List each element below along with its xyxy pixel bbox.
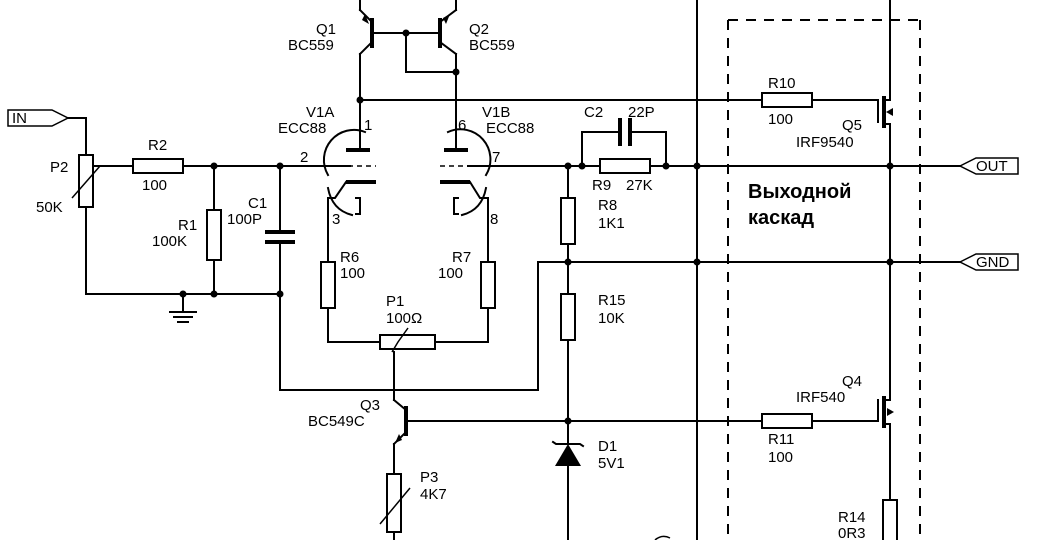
p1-potentiometer: [327, 327, 489, 401]
out-port-label: OUT: [976, 158, 1008, 175]
pin-1: 1: [364, 117, 372, 134]
r9-name: R9: [592, 177, 611, 194]
r1-resistor: [206, 165, 222, 295]
r14-name: R14: [838, 509, 866, 526]
r9-value: 27K: [626, 177, 653, 194]
mirror-link: [402, 29, 460, 76]
q5-mosfet: [877, 0, 893, 166]
q4-name: Q4: [842, 373, 862, 390]
q4-type: IRF540: [796, 389, 845, 406]
q1-name: Q1: [316, 21, 336, 38]
c2-name: C2: [584, 104, 603, 121]
r15-name: R15: [598, 292, 626, 309]
q3-transistor: [392, 398, 763, 475]
gnd-port-label: GND: [976, 254, 1010, 271]
r11-value: 100: [768, 449, 793, 466]
top-bias-wire: [356, 96, 763, 151]
p1-name: P1: [386, 293, 404, 310]
bottom-stub: [654, 535, 671, 540]
q5-name: Q5: [842, 117, 862, 134]
c1-value: 100P: [227, 211, 262, 228]
r1-value: 100K: [152, 233, 187, 250]
d1-name: D1: [598, 438, 617, 455]
out-port: [958, 157, 1019, 175]
c1-capacitor: [265, 165, 295, 391]
pin-3: 3: [332, 211, 340, 228]
c2-value: 22P: [628, 104, 655, 121]
v1b-type: ECC88: [486, 120, 534, 137]
r11-resistor: [761, 413, 879, 429]
v1b-name: V1B: [482, 104, 510, 121]
r6-value: 100: [340, 265, 365, 282]
pin-2: 2: [300, 149, 308, 166]
r8-value: 1K1: [598, 215, 625, 232]
p3-value: 4K7: [420, 486, 447, 503]
p3-potentiometer: [379, 473, 411, 540]
c1-name: C1: [248, 195, 267, 212]
r10-name: R10: [768, 75, 796, 92]
v1b-triode: [440, 121, 569, 263]
q3-type: BC549C: [308, 413, 365, 430]
input-ground: [85, 290, 281, 323]
q5-type: IRF9540: [796, 134, 854, 151]
q1-type: BC559: [288, 37, 334, 54]
r1-name: R1: [178, 217, 197, 234]
p2-value: 50K: [36, 199, 63, 216]
r6-name: R6: [340, 249, 359, 266]
r8-name: R8: [598, 197, 617, 214]
v1a-name: V1A: [306, 104, 334, 121]
q4-mosfet: [877, 165, 894, 501]
output-stage-title-line1: Выходной: [748, 181, 851, 203]
r2-resistor: [132, 158, 351, 174]
r2-value: 100: [142, 177, 167, 194]
pin-8: 8: [490, 211, 498, 228]
r14-value: 0R3: [838, 525, 866, 540]
r10-resistor: [761, 92, 879, 108]
gnd-port: [958, 253, 1019, 271]
p3-name: P3: [420, 469, 438, 486]
r15-resistor: [560, 293, 576, 445]
r7-resistor: [480, 261, 496, 343]
c2-capacitor: [581, 118, 667, 167]
q2-type: BC559: [469, 37, 515, 54]
q2-transistor: [438, 0, 458, 151]
v1a-triode: [322, 121, 376, 263]
r10-value: 100: [768, 111, 793, 128]
pin-7: 7: [492, 149, 500, 166]
pin-6: 6: [458, 117, 466, 134]
q2-name: Q2: [469, 21, 489, 38]
r2-name: R2: [148, 137, 167, 154]
d1-value: 5V1: [598, 455, 625, 472]
in-port-label: IN: [12, 110, 27, 127]
output-stage-title-line2: каскад: [748, 207, 814, 229]
p2-name: P2: [50, 159, 68, 176]
r9-resistor: [564, 158, 961, 174]
r7-name: R7: [452, 249, 471, 266]
p1-value: 100Ω: [386, 310, 422, 327]
in-port: [7, 109, 87, 156]
r14-resistor: [882, 499, 898, 540]
r15-value: 10K: [598, 310, 625, 327]
q1-transistor: [358, 0, 441, 101]
d1-zener-diode: [551, 440, 585, 540]
p2-potentiometer: [71, 154, 134, 295]
output-stage-box: [727, 19, 921, 540]
r11-name: R11: [768, 431, 794, 448]
r8-resistor: [560, 165, 576, 295]
r6-resistor: [320, 261, 336, 343]
q3-name: Q3: [360, 397, 380, 414]
r7-value: 100: [438, 265, 463, 282]
v1a-type: ECC88: [278, 120, 326, 137]
